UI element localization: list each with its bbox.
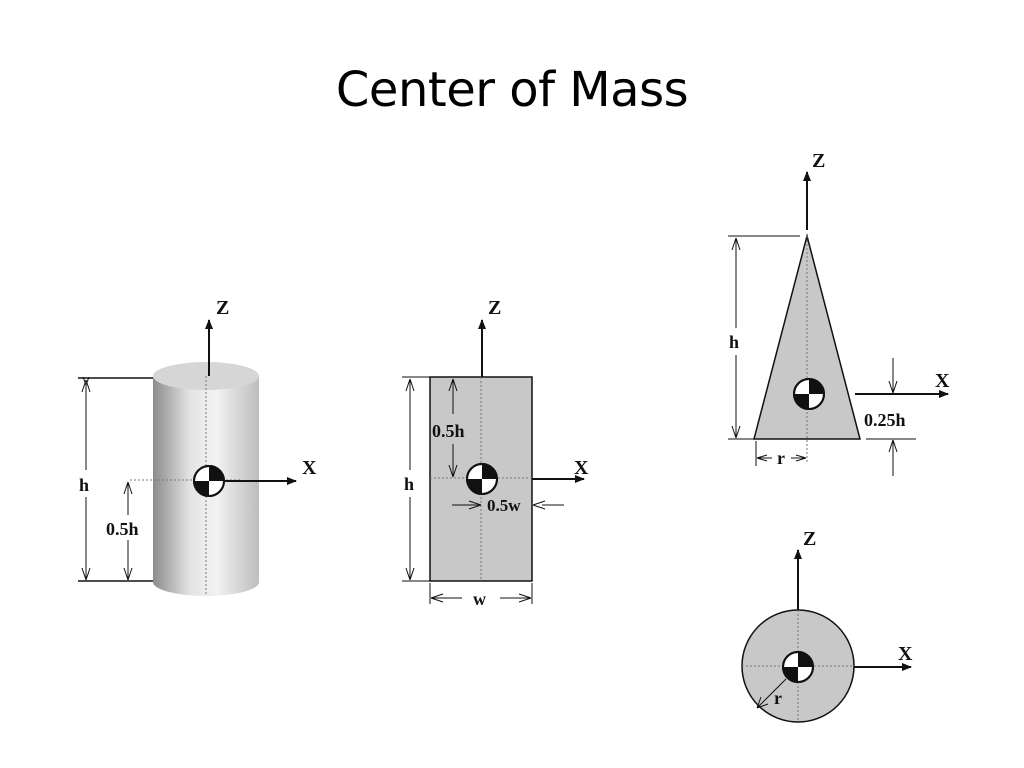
rectangle-height-label: h	[404, 474, 414, 494]
sphere-com-icon	[782, 651, 814, 683]
cylinder-figure: Z X h 0.5h	[78, 297, 317, 596]
cone-figure: Z X h 0.25h r	[728, 150, 950, 476]
cone-z-label: Z	[812, 150, 825, 172]
cone-height-label: h	[729, 332, 739, 352]
rectangle-com-height-label: 0.5h	[432, 421, 465, 441]
cylinder-com-icon	[193, 465, 225, 497]
cone-x-label: X	[935, 370, 950, 392]
cylinder-z-label: Z	[216, 297, 229, 319]
cylinder-height-label: h	[79, 475, 89, 495]
sphere-radius-label: r	[774, 688, 782, 708]
rectangle-width-label: w	[473, 589, 486, 609]
rectangle-z-label: Z	[488, 297, 501, 319]
cylinder-com-height-label: 0.5h	[106, 519, 139, 539]
sphere-figure: Z X r	[741, 528, 913, 723]
rectangle-com-width-label: 0.5w	[487, 496, 521, 515]
slide-title: Center of Mass	[335, 62, 689, 118]
cylinder-x-label: X	[302, 457, 317, 479]
sphere-x-label: X	[898, 643, 913, 665]
rectangle-com-icon	[466, 463, 498, 495]
cone-radius-label: r	[777, 448, 785, 468]
cone-com-height-label: 0.25h	[864, 410, 906, 430]
rectangle-x-label: X	[574, 457, 589, 479]
cone-com-icon	[793, 378, 825, 410]
sphere-z-label: Z	[803, 528, 816, 550]
rectangle-figure: Z X h 0.5h 0.5w w	[402, 297, 589, 609]
